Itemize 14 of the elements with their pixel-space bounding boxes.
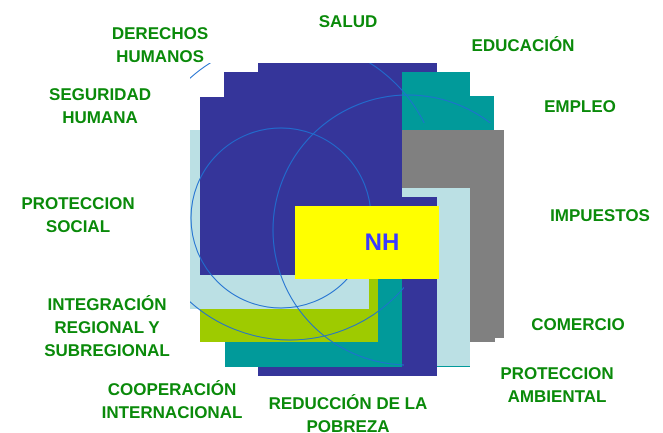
topic-label: REDUCCIÓN DE LA POBREZA xyxy=(268,393,428,433)
topic-label: INTEGRACIÓN REGIONAL Y SUBREGIONAL xyxy=(43,294,171,362)
topic-label: EDUCACIÓN xyxy=(470,35,576,57)
topic-label: DERECHOS HUMANOS xyxy=(110,23,210,68)
topic-label: PROTECCION SOCIAL xyxy=(20,193,136,238)
topic-label: COMERCIO xyxy=(530,314,626,336)
center-box xyxy=(295,206,439,279)
topic-label: PROTECCION AMBIENTAL xyxy=(499,363,615,408)
topic-label: EMPLEO xyxy=(543,96,617,118)
topic-label: COOPERACIÓN INTERNACIONAL xyxy=(100,379,244,424)
topic-label: IMPUESTOS xyxy=(549,205,651,227)
topic-label: SALUD xyxy=(318,11,378,33)
node-label: NH xyxy=(364,228,400,256)
topic-label: SEGURIDAD HUMANA xyxy=(48,84,152,129)
